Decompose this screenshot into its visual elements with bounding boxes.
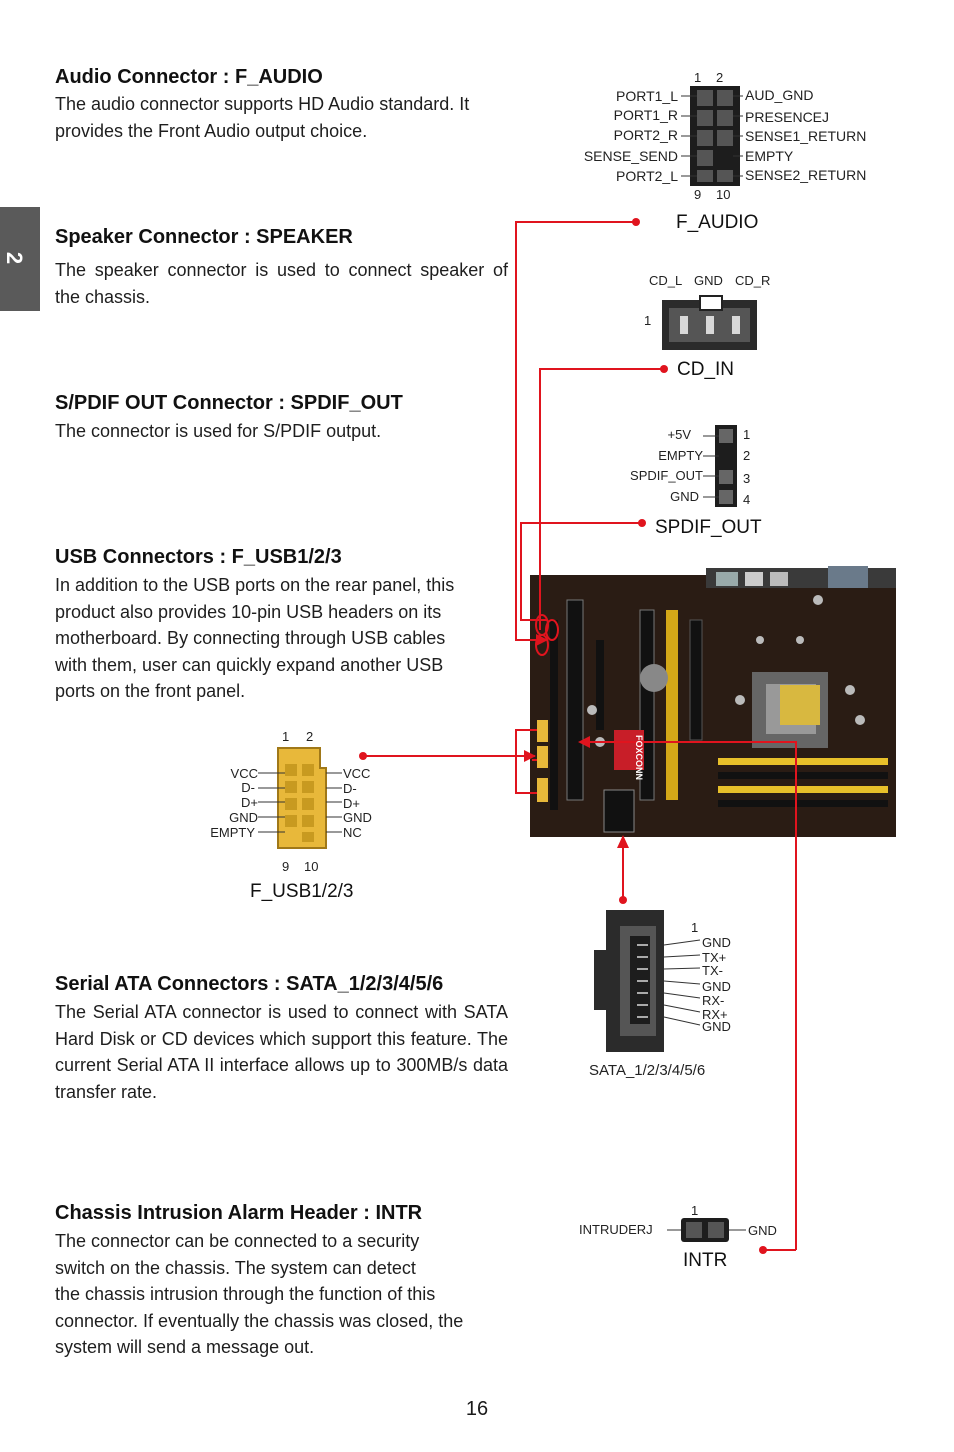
f-usb-pin-9: 9 — [282, 859, 290, 874]
audio-heading: Audio Connector : F_AUDIO — [55, 66, 323, 88]
f-usb-pin-10: 10 — [304, 859, 319, 874]
cd-in-pin-one: 1 — [644, 313, 652, 328]
f-audio-pin-2: 2 — [716, 70, 724, 85]
intr-line: switch on the chassis. The system can de… — [55, 1257, 416, 1278]
spdif-pin-number: 4 — [743, 492, 751, 507]
spdif-pin-label: GND — [670, 489, 699, 504]
intr-body: The connector can be connected to a secu… — [55, 1228, 515, 1361]
intr-caption: INTR — [683, 1250, 728, 1271]
sata-pin-label: GND — [702, 935, 731, 950]
f-audio-left-pin: PORT2_L — [616, 168, 678, 184]
sata-caption: SATA_1/2/3/4/5/6 — [589, 1062, 706, 1079]
usb-body: In addition to the USB ports on the rear… — [55, 572, 515, 705]
spdif-pin-number: 1 — [743, 427, 751, 442]
spdif-body: The connector is used for S/PDIF output. — [55, 421, 382, 441]
f-audio-pin-1: 1 — [694, 70, 702, 85]
speaker-heading: Speaker Connector : SPEAKER — [55, 226, 353, 248]
f-audio-header-graphic — [681, 86, 743, 186]
f-usb-right-pin: NC — [343, 825, 362, 840]
f-usb-caption: F_USB1/2/3 — [250, 881, 354, 902]
intr-heading: Chassis Intrusion Alarm Header : INTR — [55, 1202, 423, 1224]
intr-line: system will send a message out. — [55, 1337, 315, 1357]
usb-line: In addition to the USB ports on the rear… — [55, 575, 455, 595]
f-usb-left-pin: EMPTY — [210, 825, 255, 840]
sata-pin-label: TX+ — [702, 950, 727, 965]
sata-body: The Serial ATA connector is used to conn… — [55, 1002, 508, 1102]
spdif-pin-label: EMPTY — [658, 448, 703, 463]
sata-pin-label: GND — [702, 979, 731, 994]
f-audio-right-pin: PRESENCEJ — [745, 109, 830, 125]
usb-line: motherboard. By connecting through USB c… — [55, 628, 446, 648]
spdif-heading: S/PDIF OUT Connector : SPDIF_OUT — [55, 392, 403, 414]
f-audio-right-pin: EMPTY — [745, 148, 794, 164]
f-usb-right-pin: D- — [343, 781, 357, 796]
spdif-pin-number: 3 — [743, 471, 751, 486]
sata-pin-one: 1 — [691, 920, 699, 935]
f-audio-left-pin: SENSE_SEND — [583, 148, 678, 164]
sata-pin-label: GND — [702, 1019, 731, 1034]
f-audio-caption: F_AUDIO — [676, 212, 759, 233]
spdif-pin-label: +5V — [667, 427, 692, 442]
f-audio-right-pin: SENSE1_RETURN — [745, 128, 867, 144]
f-usb-left-pin: VCC — [230, 766, 258, 781]
f-usb-right-pin: VCC — [343, 766, 371, 781]
cd-in-pin-label: CD_R — [735, 273, 771, 288]
intr-left-pin: INTRUDERJ — [579, 1222, 653, 1237]
onboard-marker — [545, 619, 559, 641]
f-usb-left-pin: D+ — [241, 795, 258, 810]
cd-in-pin-label: GND — [694, 273, 723, 288]
f-usb-right-pin: GND — [343, 810, 372, 825]
sata-connector-graphic — [594, 910, 701, 1052]
spdif-header-graphic — [703, 425, 737, 507]
chapter-tab: 2 — [0, 207, 40, 311]
spdif-pin-number: 2 — [743, 448, 751, 463]
board-brand-label: FOXCONN — [634, 735, 644, 780]
f-audio-right-pin: SENSE2_RETURN — [745, 167, 867, 183]
intr-line: connector. If eventually the chassis was… — [55, 1310, 464, 1331]
motherboard-image — [530, 566, 896, 837]
f-audio-pin-10: 10 — [716, 187, 731, 202]
speaker-body: The speaker connector is used to connect… — [55, 260, 508, 307]
leader-lines — [363, 221, 797, 1250]
usb-line: with them, user can quickly expand anoth… — [55, 654, 444, 675]
spdif-caption: SPDIF_OUT — [655, 517, 762, 538]
sata-pin-label: RX- — [702, 993, 725, 1008]
intr-line: The connector can be connected to a secu… — [55, 1231, 420, 1251]
f-usb-left-pin: D- — [241, 780, 255, 795]
f-usb-left-pin: GND — [229, 810, 258, 825]
cd-in-pin-label: CD_L — [649, 273, 683, 288]
sata-heading: Serial ATA Connectors : SATA_1/2/3/4/5/6 — [55, 973, 444, 995]
audio-body: The audio connector supports HD Audio st… — [55, 94, 470, 141]
onboard-marker — [535, 634, 549, 656]
page-number: 16 — [465, 1398, 489, 1420]
f-usb-pin-2: 2 — [306, 729, 314, 744]
f-audio-left-pin: PORT2_R — [613, 127, 678, 143]
f-audio-left-pin: PORT1_R — [613, 107, 678, 123]
intr-right-pin: GND — [748, 1223, 777, 1238]
f-audio-left-pin: PORT1_L — [616, 88, 678, 104]
f-audio-right-pin: AUD_GND — [745, 87, 814, 103]
sata-pin-label: TX- — [702, 963, 723, 978]
usb-line: product also provides 10-pin USB headers… — [55, 601, 442, 622]
intr-pin-one: 1 — [691, 1203, 699, 1218]
f-usb-pin-1: 1 — [282, 729, 290, 744]
spdif-pin-label: SPDIF_OUT — [630, 468, 703, 483]
f-audio-pin-9: 9 — [694, 187, 702, 202]
f-usb-header-graphic — [258, 747, 342, 849]
sata-pin-label: RX+ — [702, 1007, 728, 1022]
cd-in-connector-graphic — [662, 295, 757, 350]
f-usb-right-pin: D+ — [343, 796, 360, 811]
intr-line: the chassis intrusion through the functi… — [55, 1284, 436, 1304]
cd-in-caption: CD_IN — [677, 359, 735, 380]
usb-heading: USB Connectors : F_USB1/2/3 — [55, 546, 342, 568]
usb-line: ports on the front panel. — [55, 681, 246, 701]
intr-header-graphic — [667, 1218, 746, 1242]
